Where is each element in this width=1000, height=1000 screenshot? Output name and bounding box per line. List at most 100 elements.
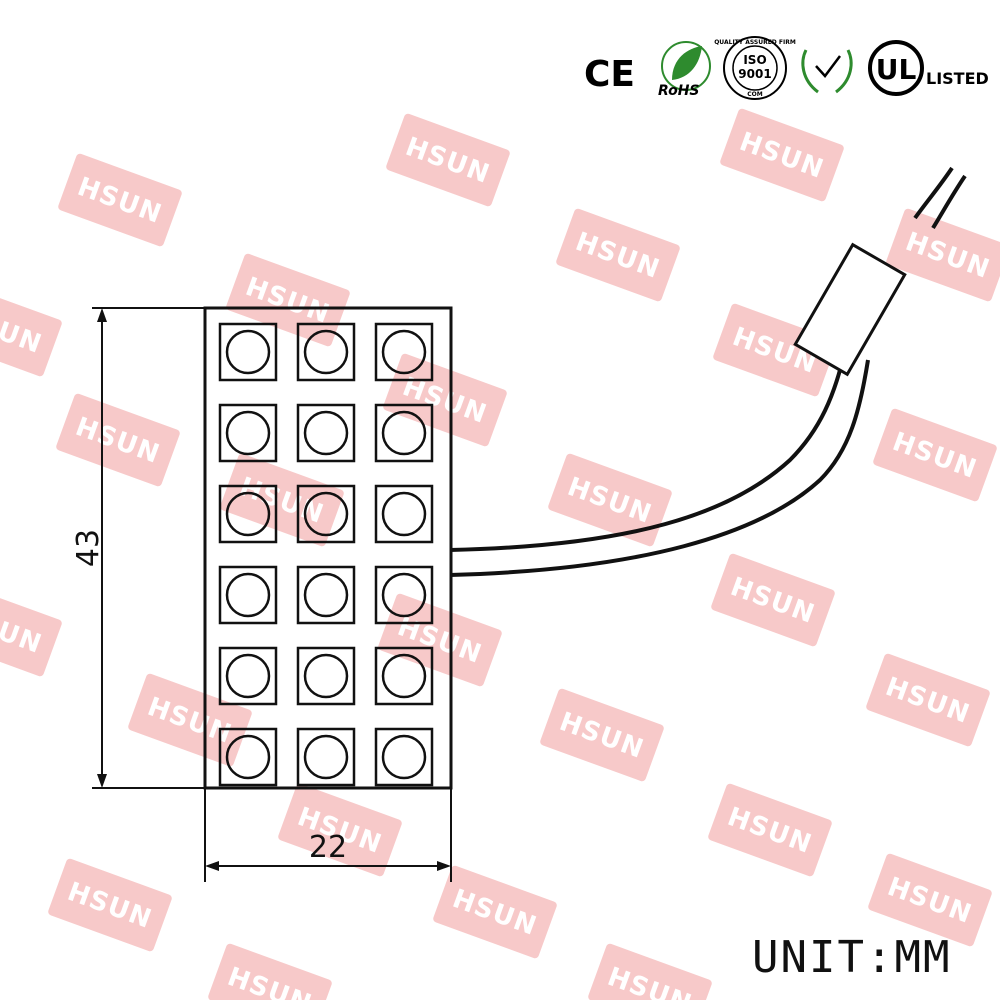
led-lens <box>225 410 271 456</box>
rohs-label: RoHS <box>658 83 700 99</box>
watermark: HSUN <box>58 153 182 247</box>
led-cell <box>296 727 356 787</box>
led-cell <box>218 646 278 706</box>
led-cell <box>218 484 278 544</box>
watermark: HSUN <box>556 208 680 302</box>
led-cell <box>296 565 356 625</box>
led-lens <box>225 734 271 780</box>
arrow-left <box>205 861 219 871</box>
arrow-top <box>97 308 107 322</box>
led-cell <box>218 727 278 787</box>
led-lens <box>303 572 349 618</box>
ul-mark: UL <box>876 53 917 86</box>
led-pad <box>218 646 278 706</box>
ul-listed-text: LISTED <box>926 69 989 88</box>
led-pad <box>218 565 278 625</box>
wire-cable <box>449 166 967 577</box>
led-lens <box>225 491 271 537</box>
led-lens <box>225 572 271 618</box>
led-lens <box>303 653 349 699</box>
iso-label: ISO <box>743 53 766 67</box>
led-pad <box>296 322 356 382</box>
led-cell <box>296 322 356 382</box>
led-cell <box>296 484 356 544</box>
led-lens <box>381 734 427 780</box>
watermark: HSUN <box>868 853 992 947</box>
iso-bottom-text: COM <box>747 91 763 98</box>
led-cell <box>218 403 278 463</box>
led-cell <box>218 565 278 625</box>
watermark: HSUN <box>56 393 180 487</box>
led-lens <box>303 491 349 537</box>
watermark: HSUN <box>886 208 1000 302</box>
led-cell <box>296 403 356 463</box>
led-pad <box>296 484 356 544</box>
wire-lower <box>449 359 870 577</box>
watermark: HSUN <box>866 653 990 747</box>
led-pad <box>374 565 434 625</box>
led-lens <box>303 329 349 375</box>
led-pad <box>374 646 434 706</box>
led-pad <box>374 484 434 544</box>
unit-label: UNIT:MM <box>752 932 951 983</box>
led-lens <box>381 653 427 699</box>
iso-9001-logo: QUALITY ASSURED FIRM ISO 9001 COM <box>714 36 796 100</box>
cable-connector <box>793 242 907 377</box>
watermark: HSUN <box>720 108 844 202</box>
check-icon <box>815 55 841 78</box>
watermark: HSUN <box>433 865 557 959</box>
led-pad <box>374 727 434 787</box>
led-pad <box>296 565 356 625</box>
led-lens <box>381 491 427 537</box>
wire-end-right <box>931 174 967 230</box>
led-lens <box>303 734 349 780</box>
laurel-check-logo <box>801 49 853 94</box>
wire-upper <box>449 349 847 552</box>
wire-end-left <box>913 166 954 220</box>
led-cell <box>374 646 434 706</box>
led-pad <box>374 403 434 463</box>
led-cell <box>374 565 434 625</box>
watermark: HSUN <box>208 943 332 1000</box>
watermark: HSUN <box>548 453 672 547</box>
led-lens <box>381 572 427 618</box>
leaf-icon <box>672 46 702 80</box>
watermark: HSUN <box>0 283 62 377</box>
arrow-bottom <box>97 774 107 788</box>
led-pad <box>218 322 278 382</box>
watermark: HSUN <box>128 673 252 767</box>
dimension-lines <box>92 307 452 882</box>
led-pad <box>218 727 278 787</box>
arrow-right <box>437 861 451 871</box>
led-cell <box>374 403 434 463</box>
led-lens <box>225 329 271 375</box>
height-label: 43 <box>71 529 106 567</box>
watermark: HSUN <box>708 783 832 877</box>
led-pad <box>296 403 356 463</box>
width-label: 22 <box>309 830 347 865</box>
led-lens <box>381 410 427 456</box>
led-pad <box>374 322 434 382</box>
led-cell <box>374 322 434 382</box>
led-pad <box>218 484 278 544</box>
led-cell <box>374 484 434 544</box>
watermark-layer: HSUN HSUN HSUN HSUN HSUN HSUN HSUN HSUN HSUN HSUN… <box>0 108 1000 1000</box>
watermark: HSUN <box>711 553 835 647</box>
led-pad <box>218 403 278 463</box>
watermark: HSUN <box>378 593 502 687</box>
board-outline <box>203 306 453 790</box>
iso-number: 9001 <box>738 67 771 81</box>
ul-listed-logo: UL LISTED <box>868 40 989 96</box>
led-cell <box>374 727 434 787</box>
led-cell <box>296 646 356 706</box>
watermark: HSUN <box>386 113 510 207</box>
watermark: HSUN <box>0 583 62 677</box>
led-lens <box>303 410 349 456</box>
led-pad <box>296 646 356 706</box>
iso-top-text: QUALITY ASSURED FIRM <box>714 39 796 46</box>
certification-logos: CE RoHS QUALITY ASSURED FIRM ISO 9001 CO… <box>584 36 989 100</box>
led-board <box>203 306 453 790</box>
led-cell <box>218 322 278 382</box>
watermark: HSUN <box>278 783 402 877</box>
